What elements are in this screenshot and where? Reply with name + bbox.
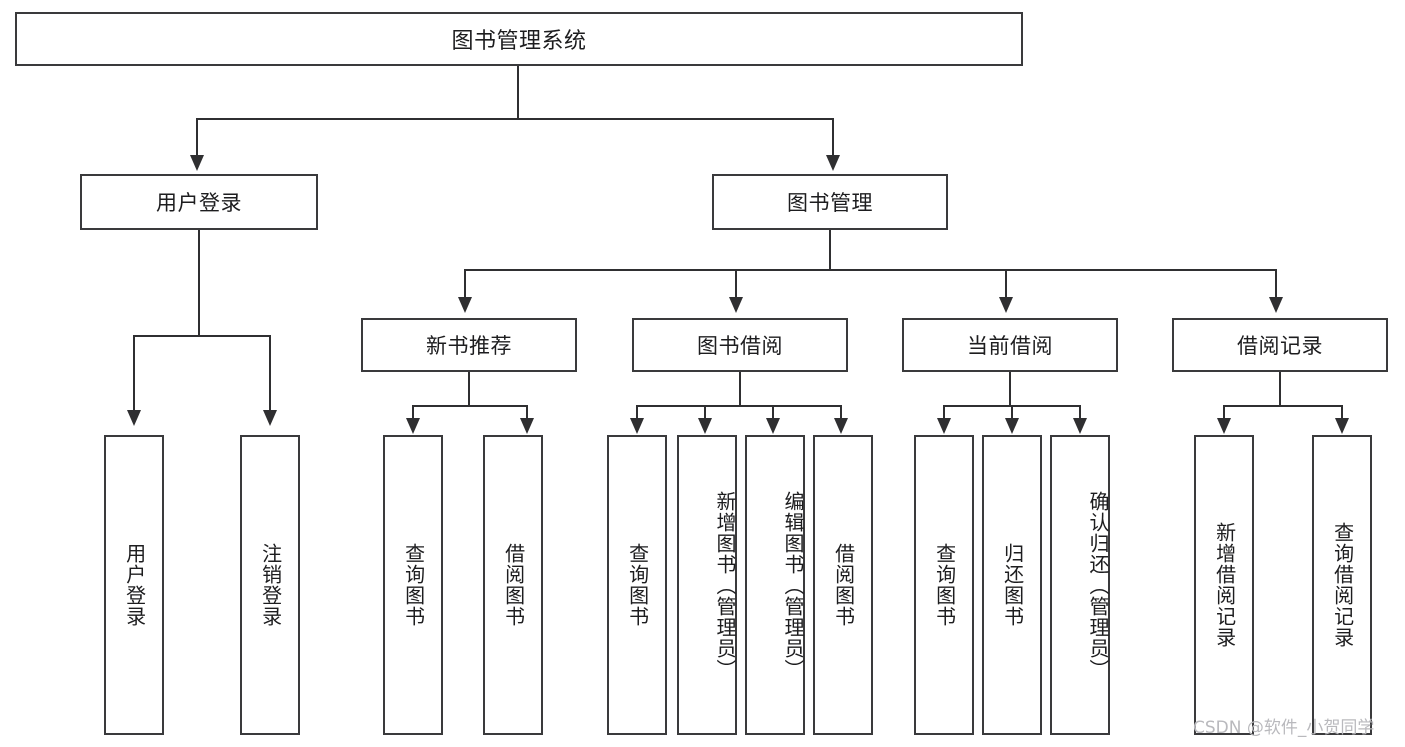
edge-borrow-record-to-leaf-1	[1223, 405, 1225, 421]
arrow-book-management-to-borrow-record	[1269, 297, 1283, 313]
watermark-csdn: CSDN @软件_小贺同学	[1193, 718, 1375, 738]
leaf-user-login-logout[interactable]: 注销登录	[240, 435, 300, 735]
arrow-book-borrow-to-leaf-2	[698, 418, 712, 434]
node-book-borrow[interactable]: 图书借阅	[632, 318, 848, 372]
arrow-book-borrow-to-leaf-3	[766, 418, 780, 434]
leaf-new-book-borrow-book[interactable]: 借阅图书	[483, 435, 543, 735]
leaf-borrow-record-query-record[interactable]: 查询借阅记录	[1312, 435, 1372, 735]
leaf-current-borrow-return-book[interactable]: 归还图书	[982, 435, 1042, 735]
edge-current-borrow-to-leaf-2	[1011, 405, 1013, 421]
edge-borrow-record-stem	[1279, 372, 1281, 406]
edge-book-borrow-to-leaf-2	[704, 405, 706, 421]
leaf-book-borrow-edit-book-admin[interactable]: 编辑图书（管理员）	[745, 435, 805, 735]
node-root-system[interactable]: 图书管理系统	[15, 12, 1023, 66]
node-current-borrow[interactable]: 当前借阅	[902, 318, 1118, 372]
arrow-root-to-user-login	[190, 155, 204, 171]
arrow-current-borrow-to-leaf-3	[1073, 418, 1087, 434]
edge-root-to-user-login	[196, 118, 198, 159]
edge-book-management-branch-bar	[464, 269, 1277, 271]
arrow-book-borrow-to-leaf-1	[630, 418, 644, 434]
node-book-management[interactable]: 图书管理	[712, 174, 948, 230]
leaf-current-borrow-query-book[interactable]: 查询图书	[914, 435, 974, 735]
edge-root-to-book-manage	[832, 118, 834, 159]
edge-root-branch-bar	[196, 118, 834, 120]
arrow-current-borrow-to-leaf-1	[937, 418, 951, 434]
leaf-book-borrow-query-book[interactable]: 查询图书	[607, 435, 667, 735]
leaf-borrow-record-add-record[interactable]: 新增借阅记录	[1194, 435, 1254, 735]
arrow-book-management-to-book-borrow	[729, 297, 743, 313]
arrow-book-borrow-to-leaf-4	[834, 418, 848, 434]
node-borrow-record[interactable]: 借阅记录	[1172, 318, 1388, 372]
edge-new-book-stem	[468, 372, 470, 406]
arrow-new-book-to-leaf-1	[406, 418, 420, 434]
arrow-user-login-to-leaf-2	[263, 410, 277, 426]
leaf-user-login-login[interactable]: 用户登录	[104, 435, 164, 735]
edge-book-borrow-to-leaf-1	[636, 405, 638, 421]
edge-new-book-branch-bar	[412, 405, 528, 407]
edge-user-login-to-leaf-2	[269, 335, 271, 414]
edge-book-management-to-book-borrow	[735, 269, 737, 300]
leaf-current-borrow-confirm-return-admin[interactable]: 确认归还（管理员）	[1050, 435, 1110, 735]
edge-borrow-record-to-leaf-2	[1341, 405, 1343, 421]
edge-book-management-to-new-book	[464, 269, 466, 300]
arrow-borrow-record-to-leaf-2	[1335, 418, 1349, 434]
edge-book-management-to-borrow-record	[1275, 269, 1277, 300]
node-user-login[interactable]: 用户登录	[80, 174, 318, 230]
edge-new-book-to-leaf-1	[412, 405, 414, 421]
edge-current-borrow-stem	[1009, 372, 1011, 406]
edge-new-book-to-leaf-2	[526, 405, 528, 421]
edge-root-stem	[517, 66, 519, 119]
edge-borrow-record-branch-bar	[1223, 405, 1341, 407]
edge-user-login-stem	[198, 230, 200, 336]
arrow-root-to-book-manage	[826, 155, 840, 171]
arrow-user-login-to-leaf-1	[127, 410, 141, 426]
edge-user-login-branch-bar	[133, 335, 271, 337]
arrow-new-book-to-leaf-2	[520, 418, 534, 434]
leaf-book-borrow-add-book-admin[interactable]: 新增图书（管理员）	[677, 435, 737, 735]
arrow-current-borrow-to-leaf-2	[1005, 418, 1019, 434]
leaf-book-borrow-borrow-book[interactable]: 借阅图书	[813, 435, 873, 735]
leaf-new-book-query-book[interactable]: 查询图书	[383, 435, 443, 735]
edge-book-management-to-current-borrow	[1005, 269, 1007, 300]
edge-book-borrow-branch-bar	[636, 405, 842, 407]
edge-book-borrow-to-leaf-3	[772, 405, 774, 421]
node-new-book-recommend[interactable]: 新书推荐	[361, 318, 577, 372]
edge-book-borrow-to-leaf-4	[840, 405, 842, 421]
arrow-book-management-to-new-book	[458, 297, 472, 313]
edge-book-management-stem	[829, 230, 831, 270]
edge-user-login-to-leaf-1	[133, 335, 135, 414]
arrow-borrow-record-to-leaf-1	[1217, 418, 1231, 434]
arrow-book-management-to-current-borrow	[999, 297, 1013, 313]
edge-book-borrow-stem	[739, 372, 741, 406]
edge-current-borrow-to-leaf-1	[943, 405, 945, 421]
edge-current-borrow-to-leaf-3	[1079, 405, 1081, 421]
